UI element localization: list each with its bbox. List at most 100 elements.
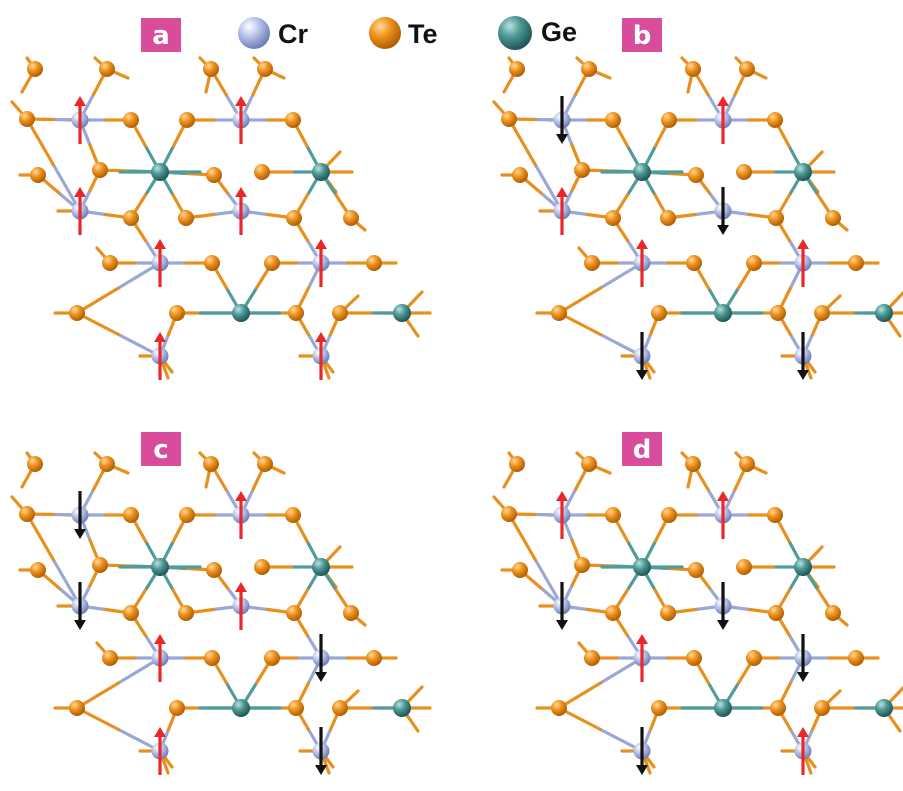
- spin-down-arrow-icon: [717, 187, 729, 235]
- ge-atom: [794, 163, 812, 181]
- te-atom: [169, 700, 185, 716]
- arrow-head: [74, 96, 86, 106]
- ge-sphere-icon: [498, 16, 532, 50]
- spin-up-arrow-icon: [235, 96, 247, 144]
- te-atom: [551, 700, 567, 716]
- te-atom: [767, 112, 783, 128]
- arrow-head: [154, 727, 166, 737]
- te-atom: [254, 559, 270, 575]
- te-atom: [848, 255, 864, 271]
- te-atom: [179, 507, 195, 523]
- bonds: [10, 451, 432, 775]
- ge-atom: [875, 304, 893, 322]
- spin-up-arrow-icon: [154, 239, 166, 287]
- arrow-head: [717, 96, 729, 106]
- ge-atom: [875, 699, 893, 717]
- bond-cr-te: [25, 117, 56, 167]
- te-atom: [770, 305, 786, 321]
- arrow-head: [797, 239, 809, 249]
- panel-label-text: d: [633, 435, 652, 465]
- arrow-head: [74, 620, 86, 630]
- te-atom: [767, 507, 783, 523]
- arrow-head: [636, 370, 648, 380]
- te-atom: [685, 61, 701, 77]
- te-atom: [605, 210, 621, 226]
- spin-up-arrow-icon: [74, 96, 86, 144]
- bond-cr-te: [557, 286, 603, 315]
- spin-arrows: [74, 96, 327, 380]
- te-atom: [257, 456, 273, 472]
- spin-up-arrow-icon: [154, 727, 166, 775]
- te-atom: [581, 456, 597, 472]
- arrow-head: [636, 239, 648, 249]
- te-atom: [332, 700, 348, 716]
- te-atom: [285, 507, 301, 523]
- te-atom: [99, 456, 115, 472]
- te-atom: [204, 255, 220, 271]
- spin-down-arrow-icon: [74, 491, 86, 539]
- spin-up-arrow-icon: [717, 96, 729, 144]
- bonds: [492, 451, 903, 775]
- panels: a b c d: [10, 18, 903, 775]
- te-atom: [257, 61, 273, 77]
- panel-label-text: a: [152, 21, 170, 51]
- bond-cr-te: [75, 286, 121, 315]
- spin-up-arrow-icon: [556, 187, 568, 235]
- spin-down-arrow-icon: [797, 634, 809, 682]
- te-atom: [332, 305, 348, 321]
- te-atom: [688, 562, 704, 578]
- te-atom: [102, 255, 118, 271]
- spin-up-arrow-icon: [154, 634, 166, 682]
- ge-atom: [232, 304, 250, 322]
- spin-down-arrow-icon: [74, 582, 86, 630]
- te-atom: [30, 167, 46, 183]
- te-atom: [825, 605, 841, 621]
- spin-arrows: [556, 491, 809, 775]
- te-atom: [825, 210, 841, 226]
- te-atom: [206, 167, 222, 183]
- te-atom: [661, 507, 677, 523]
- panel-label: b: [622, 18, 662, 52]
- te-atom: [19, 506, 35, 522]
- te-atom: [651, 305, 667, 321]
- te-atom: [814, 700, 830, 716]
- te-atom: [651, 700, 667, 716]
- te-atom: [584, 255, 600, 271]
- panel-c: c: [10, 432, 432, 775]
- te-atom: [512, 167, 528, 183]
- bond-cr-te: [25, 512, 56, 562]
- lattice: [492, 56, 903, 380]
- legend-item-cr: Cr: [238, 17, 308, 49]
- spin-up-arrow-icon: [235, 582, 247, 630]
- spin-down-arrow-icon: [717, 582, 729, 630]
- legend: Cr Te Ge: [238, 16, 577, 50]
- arrow-head: [235, 96, 247, 106]
- bond-cr-te: [51, 163, 82, 213]
- panel-label: d: [622, 432, 662, 466]
- ge-atom: [393, 699, 411, 717]
- spin-up-arrow-icon: [636, 239, 648, 287]
- te-atom: [19, 111, 35, 127]
- te-atom: [69, 700, 85, 716]
- ge-atom: [714, 699, 732, 717]
- arrow-head: [717, 491, 729, 501]
- spin-up-arrow-icon: [797, 239, 809, 287]
- te-atom: [736, 559, 752, 575]
- arrow-head: [154, 239, 166, 249]
- arrow-head: [315, 239, 327, 249]
- ge-atom: [232, 699, 250, 717]
- spin-up-arrow-icon: [154, 332, 166, 380]
- te-atom: [551, 305, 567, 321]
- spin-up-arrow-icon: [556, 491, 568, 539]
- bond-cr-te: [533, 163, 564, 213]
- te-atom: [123, 605, 139, 621]
- panel-label-box: [622, 432, 662, 466]
- arrow-head: [556, 491, 568, 501]
- te-atom: [501, 111, 517, 127]
- te-atom: [685, 456, 701, 472]
- arrow-head: [315, 672, 327, 682]
- te-atom: [688, 167, 704, 183]
- arrow-head: [235, 491, 247, 501]
- ge-atom: [714, 304, 732, 322]
